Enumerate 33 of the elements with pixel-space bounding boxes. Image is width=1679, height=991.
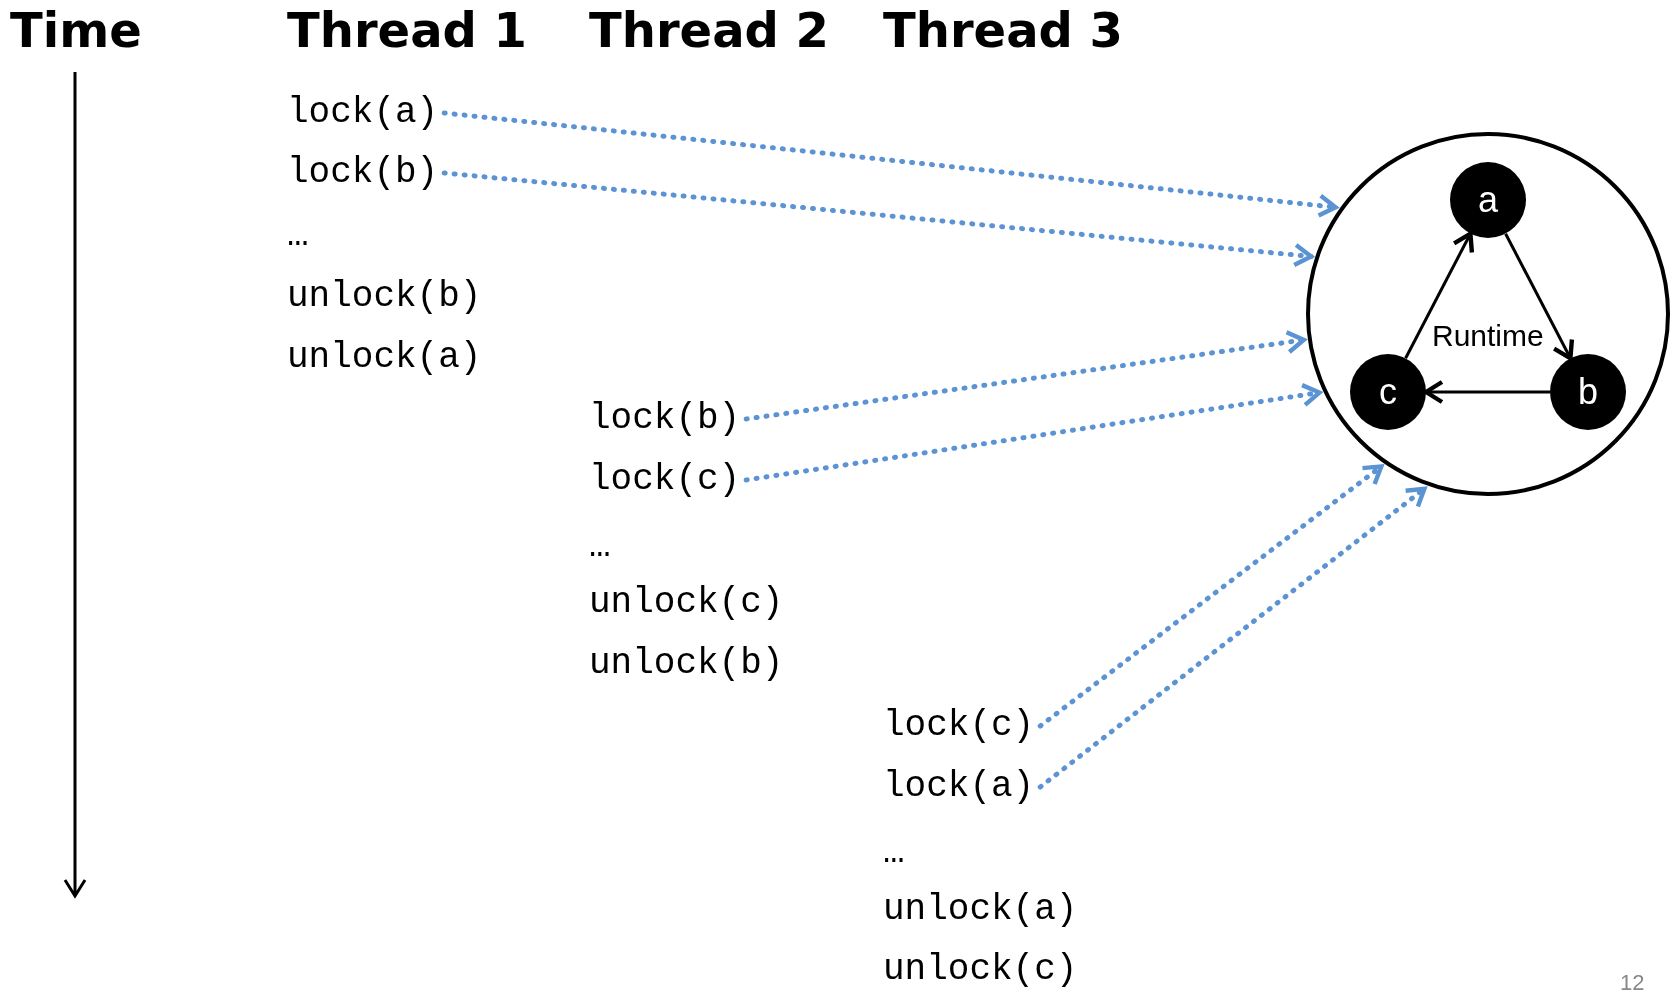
code-line: lock(a) [883,767,1035,807]
column-heading: Thread 2 [589,2,829,58]
code-line: unlock(b) [287,277,482,317]
code-line: … [589,527,611,567]
dotted-arrow [743,330,1307,422]
code-line: lock(c) [589,460,741,500]
lock-node-circle: b [1550,354,1626,430]
column-heading: Thread 1 [287,2,527,58]
dotted-arrow [1037,486,1427,790]
code-line: unlock(c) [589,583,784,623]
dotted-arrow [441,170,1314,268]
page-number: 12 [1620,972,1645,991]
dotted-arrow [1037,463,1384,729]
column-heading: Thread 3 [883,2,1123,58]
axis-heading: Time [10,2,142,58]
lock-node-circle: c [1350,354,1426,430]
code-line: lock(a) [287,93,439,133]
code-line: unlock(a) [287,338,482,378]
code-line: lock(c) [883,706,1035,746]
code-line: unlock(b) [589,644,784,684]
code-line: … [287,216,309,256]
runtime-circle [1306,132,1670,496]
arrow [1404,231,1475,359]
lock-node-circle: a [1450,162,1526,238]
code-line: unlock(c) [883,950,1078,990]
dotted-arrow [441,110,1339,218]
code-line: lock(b) [589,399,741,439]
code-line: unlock(a) [883,890,1078,930]
code-line: lock(b) [287,153,439,193]
code-line: … [883,833,905,873]
arrow [1504,233,1575,361]
dotted-arrow [743,382,1322,483]
node-title: Runtime [1432,319,1544,353]
